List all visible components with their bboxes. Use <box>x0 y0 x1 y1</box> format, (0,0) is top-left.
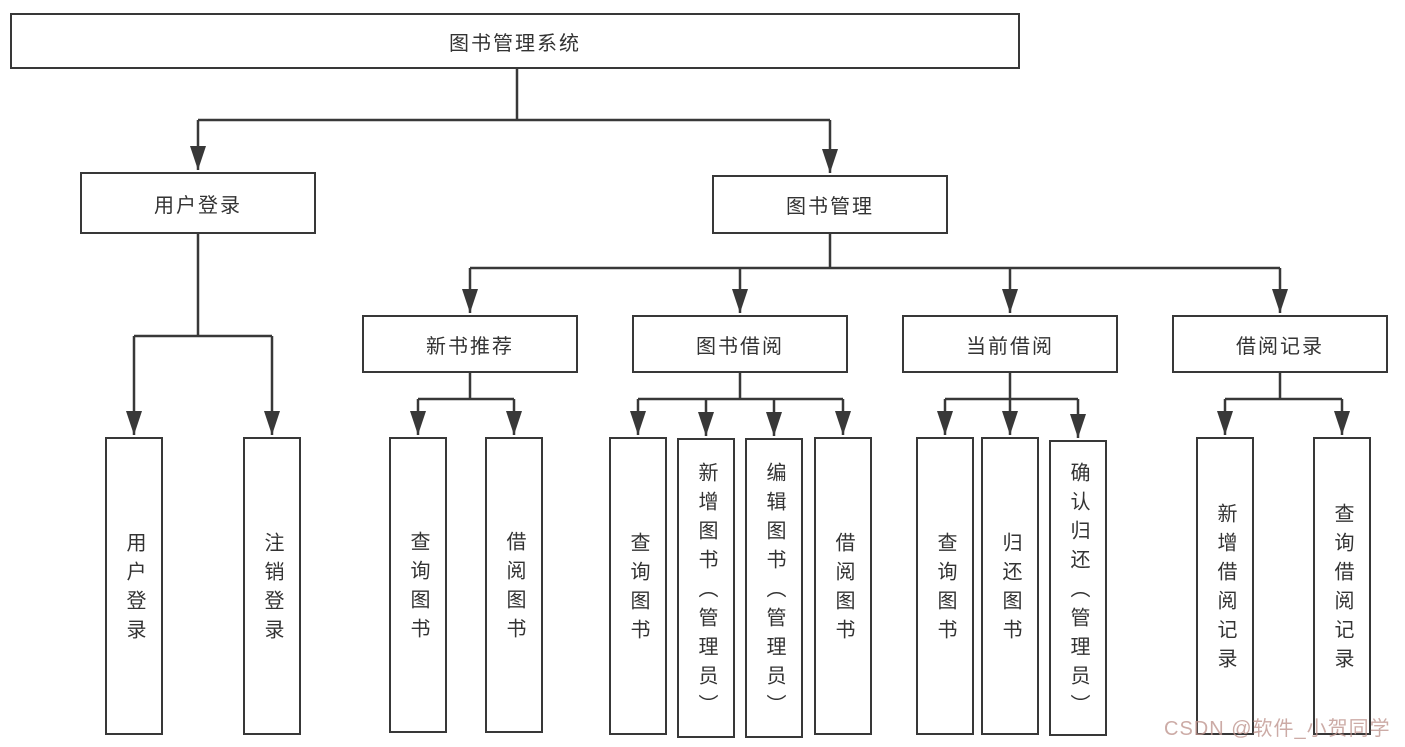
leaf-add-borrow-record: 新增借阅记录 <box>1196 437 1254 735</box>
leaf-add-books-admin: 新增图书（管理员） <box>677 438 735 738</box>
leaf-borrow-books-recommend: 借阅图书 <box>485 437 543 733</box>
leaf-query-books-recommend: 查询图书 <box>389 437 447 733</box>
node-user-login: 用户登录 <box>80 172 316 234</box>
node-borrowing-records: 借阅记录 <box>1172 315 1388 373</box>
node-root-library-management-system: 图书管理系统 <box>10 13 1020 69</box>
arrowheads <box>126 146 1350 438</box>
leaf-query-borrow-record: 查询借阅记录 <box>1313 437 1371 735</box>
leaf-confirm-return-admin: 确认归还（管理员） <box>1049 440 1107 736</box>
wire-newbook-to-leaves <box>416 373 516 435</box>
leaf-return-books: 归还图书 <box>981 437 1039 735</box>
wire-borrow-to-leaves <box>636 373 845 436</box>
leaf-borrow-books: 借阅图书 <box>814 437 872 735</box>
leaf-logout: 注销登录 <box>243 437 301 735</box>
csdn-watermark: CSDN @软件_小贺同学 <box>1164 718 1391 740</box>
leaf-query-books-borrow: 查询图书 <box>609 437 667 735</box>
wire-root-to-level2 <box>196 68 832 173</box>
leaf-edit-books-admin: 编辑图书（管理员） <box>745 438 803 738</box>
node-current-borrowing: 当前借阅 <box>902 315 1118 373</box>
node-new-book-recommendation: 新书推荐 <box>362 315 578 373</box>
wire-bookmgmt-to-groups <box>468 233 1282 313</box>
wire-userlogin-to-leaves <box>132 234 274 435</box>
node-book-management: 图书管理 <box>712 175 948 234</box>
wire-records-to-leaves <box>1223 373 1344 435</box>
leaf-user-login: 用户登录 <box>105 437 163 735</box>
node-book-borrowing: 图书借阅 <box>632 315 848 373</box>
leaf-query-books-current: 查询图书 <box>916 437 974 735</box>
